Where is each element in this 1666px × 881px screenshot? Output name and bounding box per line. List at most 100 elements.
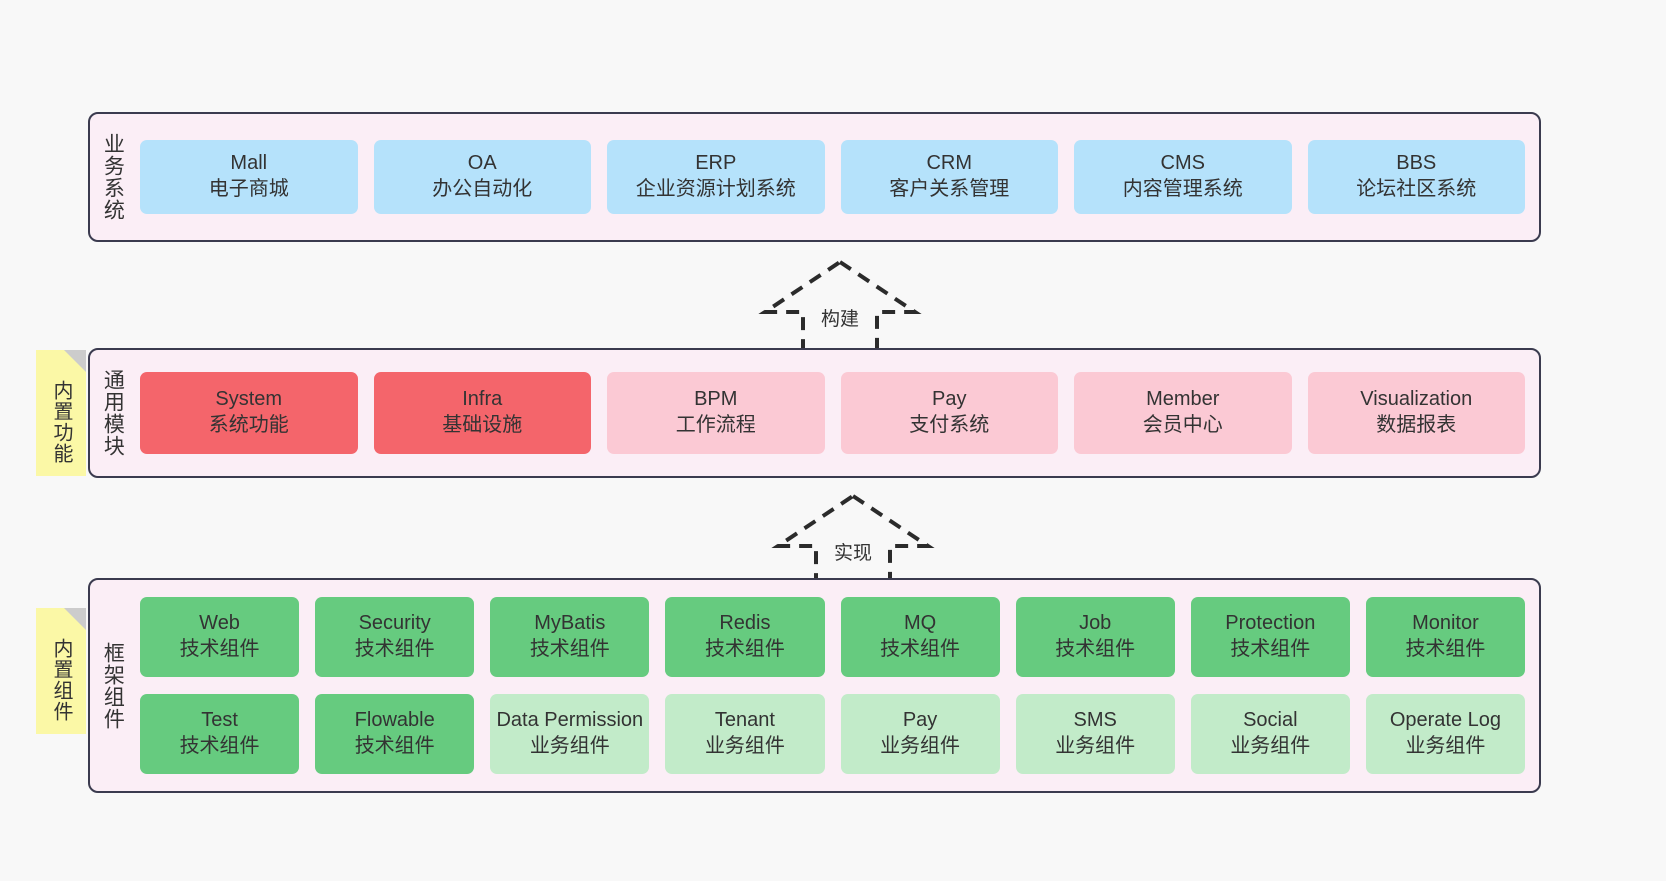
card-protection[interactable]: Protection 技术组件 xyxy=(1190,597,1350,677)
card-title-en: System xyxy=(215,388,283,411)
layer-body-framework: Web 技术组件 Security 技术组件 MyBatis 技术组件 Redi… xyxy=(134,580,1539,791)
arrow-label-implement: 实现 xyxy=(833,543,873,564)
card-title-cn: 数据报表 xyxy=(1376,414,1457,436)
card-title-en: ERP xyxy=(695,152,737,175)
layer-title-modules: 通用模块 xyxy=(101,369,125,457)
card-flowable[interactable]: Flowable 技术组件 xyxy=(315,694,475,774)
card-title-cn: 业务组件 xyxy=(1230,735,1311,757)
card-title-en: Web xyxy=(199,612,240,635)
card-title-en: BPM xyxy=(694,388,738,411)
card-title-en: Tenant xyxy=(714,709,775,732)
card-crm[interactable]: CRM 客户关系管理 xyxy=(840,140,1058,214)
card-oa[interactable]: OA 办公自动化 xyxy=(373,140,591,214)
card-job[interactable]: Job 技术组件 xyxy=(1015,597,1175,677)
card-title-cn: 技术组件 xyxy=(179,638,260,660)
card-bpm[interactable]: BPM 工作流程 xyxy=(607,372,825,454)
card-title-cn: 技术组件 xyxy=(880,638,961,660)
card-title-en: Member xyxy=(1146,388,1220,411)
card-title-en: SMS xyxy=(1073,709,1117,732)
card-title-cn: 基础设施 xyxy=(442,414,523,436)
card-title-en: Mall xyxy=(230,152,268,175)
layer-framework-components: 框架组件 Web 技术组件 Security 技术组件 MyBatis 技术组件… xyxy=(88,578,1541,793)
card-title-cn: 技术组件 xyxy=(354,735,435,757)
card-title-cn: 会员中心 xyxy=(1142,414,1223,436)
card-title-en: Security xyxy=(358,612,431,635)
card-title-cn: 业务组件 xyxy=(880,735,961,757)
card-erp[interactable]: ERP 企业资源计划系统 xyxy=(607,140,825,214)
card-title-en: Infra xyxy=(462,388,503,411)
card-row: System 系统功能 Infra 基础设施 BPM 工作流程 Pay 支付系统… xyxy=(140,372,1525,454)
card-title-en: Visualization xyxy=(1360,388,1473,411)
sticky-note-label: 内置功能 xyxy=(50,380,72,464)
card-infra[interactable]: Infra 基础设施 xyxy=(373,372,591,454)
card-operate-log[interactable]: Operate Log 业务组件 xyxy=(1365,694,1525,774)
card-title-cn: 业务组件 xyxy=(1055,735,1136,757)
card-title-cn: 技术组件 xyxy=(1405,638,1486,660)
arrow-label-build: 构建 xyxy=(820,309,860,330)
card-title-en: Pay xyxy=(932,388,967,411)
card-title-en: Protection xyxy=(1225,612,1316,635)
card-pay[interactable]: Pay 支付系统 xyxy=(840,372,1058,454)
arrow-build: 构建 xyxy=(755,256,925,356)
card-sms[interactable]: SMS 业务组件 xyxy=(1015,694,1175,774)
card-title-cn: 技术组件 xyxy=(354,638,435,660)
card-cms[interactable]: CMS 内容管理系统 xyxy=(1074,140,1292,214)
layer-common-modules: 通用模块 System 系统功能 Infra 基础设施 BPM 工作流程 Pay… xyxy=(88,348,1541,478)
card-title-cn: 技术组件 xyxy=(1230,638,1311,660)
card-mq[interactable]: MQ 技术组件 xyxy=(840,597,1000,677)
card-system[interactable]: System 系统功能 xyxy=(140,372,358,454)
card-row: Test 技术组件 Flowable 技术组件 Data Permission … xyxy=(140,694,1525,774)
card-title-cn: 业务组件 xyxy=(1405,735,1486,757)
card-title-en: Monitor xyxy=(1412,612,1479,635)
card-social[interactable]: Social 业务组件 xyxy=(1190,694,1350,774)
card-data-permission[interactable]: Data Permission 业务组件 xyxy=(490,694,650,774)
card-visualization[interactable]: Visualization 数据报表 xyxy=(1307,372,1525,454)
layer-body-business: Mall 电子商城 OA 办公自动化 ERP 企业资源计划系统 CRM 客户关系… xyxy=(134,114,1539,240)
card-title-cn: 系统功能 xyxy=(208,414,289,436)
card-title-en: MQ xyxy=(903,612,937,635)
card-title-cn: 内容管理系统 xyxy=(1122,178,1243,200)
card-title-cn: 办公自动化 xyxy=(432,178,533,200)
card-test[interactable]: Test 技术组件 xyxy=(140,694,300,774)
card-title-cn: 支付系统 xyxy=(909,414,990,436)
card-tenant[interactable]: Tenant 业务组件 xyxy=(665,694,825,774)
card-title-en: Pay xyxy=(902,709,938,732)
card-title-cn: 电子商城 xyxy=(208,178,289,200)
card-title-en: Operate Log xyxy=(1389,709,1502,732)
card-row: Mall 电子商城 OA 办公自动化 ERP 企业资源计划系统 CRM 客户关系… xyxy=(140,140,1525,214)
card-web[interactable]: Web 技术组件 xyxy=(140,597,300,677)
card-title-en: CRM xyxy=(926,152,973,175)
card-title-cn: 技术组件 xyxy=(1055,638,1136,660)
card-bbs[interactable]: BBS 论坛社区系统 xyxy=(1307,140,1525,214)
card-monitor[interactable]: Monitor 技术组件 xyxy=(1365,597,1525,677)
card-title-cn: 企业资源计划系统 xyxy=(635,178,796,200)
card-title-cn: 工作流程 xyxy=(675,414,756,436)
layer-title-framework: 框架组件 xyxy=(101,641,125,730)
layer-business-systems: 业务系统 Mall 电子商城 OA 办公自动化 ERP 企业资源计划系统 CRM… xyxy=(88,112,1541,242)
card-title-cn: 业务组件 xyxy=(704,735,785,757)
card-row: Web 技术组件 Security 技术组件 MyBatis 技术组件 Redi… xyxy=(140,597,1525,677)
card-title-en: Job xyxy=(1079,612,1112,635)
sticky-note-builtin-components: 内置组件 xyxy=(36,608,86,734)
layer-body-modules: System 系统功能 Infra 基础设施 BPM 工作流程 Pay 支付系统… xyxy=(134,350,1539,476)
card-redis[interactable]: Redis 技术组件 xyxy=(665,597,825,677)
card-title-en: BBS xyxy=(1396,152,1437,175)
card-title-en: Social xyxy=(1243,709,1298,732)
card-pay-component[interactable]: Pay 业务组件 xyxy=(840,694,1000,774)
card-title-en: Data Permission xyxy=(496,709,644,732)
card-mall[interactable]: Mall 电子商城 xyxy=(140,140,358,214)
card-title-en: Test xyxy=(201,709,238,732)
card-title-en: MyBatis xyxy=(534,612,606,635)
card-mybatis[interactable]: MyBatis 技术组件 xyxy=(490,597,650,677)
card-title-cn: 技术组件 xyxy=(179,735,260,757)
card-title-en: OA xyxy=(467,152,497,175)
card-title-cn: 业务组件 xyxy=(529,735,610,757)
sticky-note-builtin-features: 内置功能 xyxy=(36,350,86,476)
sticky-note-label: 内置组件 xyxy=(50,638,72,722)
card-title-cn: 技术组件 xyxy=(529,638,610,660)
card-title-en: CMS xyxy=(1160,152,1205,175)
card-member[interactable]: Member 会员中心 xyxy=(1074,372,1292,454)
arrow-implement: 实现 xyxy=(768,490,938,590)
card-title-cn: 技术组件 xyxy=(704,638,785,660)
card-security[interactable]: Security 技术组件 xyxy=(315,597,475,677)
